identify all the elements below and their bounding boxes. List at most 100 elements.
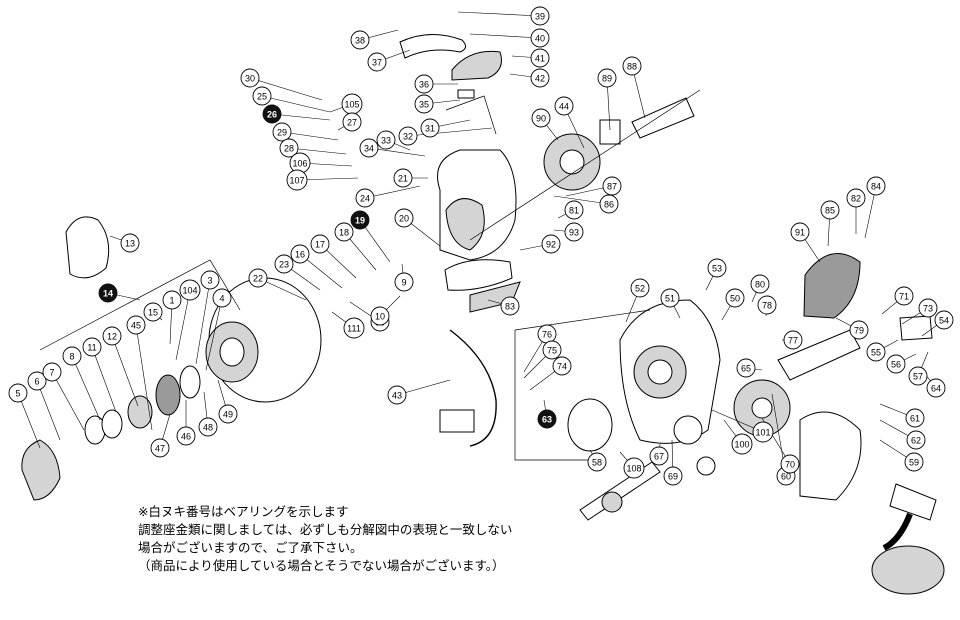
svg-text:104: 104 [182,286,197,296]
svg-text:89: 89 [602,74,612,84]
note-line-4: （商品により使用している場合とそうでない場合がございます。） [138,558,505,573]
svg-text:59: 59 [909,458,919,468]
svg-text:69: 69 [668,472,678,482]
part-callout: 25 [252,86,272,106]
svg-text:87: 87 [607,182,617,192]
part-callout: 77 [783,330,803,350]
svg-text:90: 90 [536,114,546,124]
svg-text:48: 48 [203,423,213,433]
part-callout: 54 [934,310,954,330]
svg-text:92: 92 [546,240,556,250]
svg-text:73: 73 [923,304,933,314]
part-callout: 55 [866,342,886,362]
svg-text:111: 111 [347,324,361,334]
part-callout: 43 [387,385,407,405]
part-callout: 107 [286,169,308,191]
svg-text:37: 37 [372,58,382,68]
svg-text:107: 107 [289,176,304,186]
part-callout: 5 [8,383,28,403]
part-callout: 42 [530,68,550,88]
part-callout: 62 [906,430,926,450]
svg-text:46: 46 [181,432,191,442]
svg-text:64: 64 [931,384,941,394]
svg-text:19: 19 [355,216,365,226]
part-callout: 39 [530,6,550,26]
svg-text:50: 50 [730,294,740,304]
leader-line [111,335,139,407]
svg-text:36: 36 [419,80,429,90]
svg-text:41: 41 [535,54,545,64]
svg-text:84: 84 [871,182,881,192]
svg-text:30: 30 [245,74,255,84]
svg-text:88: 88 [627,62,637,72]
part-callout: 34 [359,138,379,158]
leader-line [36,380,61,441]
svg-text:105: 105 [344,100,359,110]
part-callout: 50 [725,288,745,308]
leader-line [288,147,347,155]
leader-line [205,297,223,371]
svg-text:24: 24 [360,194,370,204]
svg-text:83: 83 [505,302,515,312]
leader-line [71,355,101,421]
part-callout: 6 [27,371,47,391]
part-callout: 16 [290,244,310,264]
svg-text:25: 25 [257,92,267,102]
svg-text:106: 106 [292,159,307,169]
svg-text:6: 6 [34,377,39,387]
part-callout: 37 [367,52,387,72]
svg-text:20: 20 [399,214,409,224]
part-callout: 87 [602,176,622,196]
leader-line [195,279,211,365]
part-callout: 15 [143,302,163,322]
part-callout: 20 [394,208,414,228]
part-callout: 100 [731,433,753,455]
part-callout: 29 [272,122,292,142]
svg-text:39: 39 [535,12,545,22]
svg-text:86: 86 [604,200,614,210]
bearing-callout: 14 [98,283,118,303]
svg-text:54: 54 [939,316,949,326]
part-callout: 84 [866,176,886,196]
svg-text:78: 78 [762,301,772,311]
bearing-callout: 19 [350,210,370,230]
svg-text:91: 91 [795,228,805,238]
part-callout: 111 [343,317,365,339]
svg-text:44: 44 [559,102,569,112]
part-callout: 80 [750,274,770,294]
svg-text:101: 101 [755,428,770,438]
note-line-3: 場合がございますので、ご了承下さい。 [138,540,363,555]
part-callout: 90 [531,108,551,128]
part-callout: 58 [587,452,607,472]
part-callout: 30 [240,68,260,88]
part-callout: 35 [414,94,434,114]
part-callout: 47 [150,438,170,458]
leader-line [407,127,493,137]
svg-text:40: 40 [535,34,545,44]
part-callout: 44 [554,96,574,116]
part-callout: 24 [355,188,375,208]
svg-text:21: 21 [398,174,408,184]
part-callout: 83 [500,296,520,316]
svg-text:9: 9 [401,278,406,288]
part-callout: 65 [736,358,756,378]
svg-text:93: 93 [569,228,579,238]
part-callout: 67 [649,446,669,466]
part-callout: 31 [420,118,440,138]
part-callout: 53 [707,258,727,278]
part-callout: 3 [200,270,220,290]
part-callout: 49 [218,404,238,424]
part-callout: 86 [599,194,619,214]
part-callout: 36 [414,74,434,94]
svg-text:82: 82 [851,194,861,204]
svg-text:52: 52 [635,284,645,294]
svg-text:60: 60 [781,472,791,482]
part-callout: 10 [370,306,390,326]
svg-text:7: 7 [49,368,54,378]
svg-text:47: 47 [155,444,165,454]
svg-text:8: 8 [69,352,74,362]
svg-text:18: 18 [339,228,349,238]
svg-text:108: 108 [626,464,641,474]
svg-text:33: 33 [381,136,391,146]
